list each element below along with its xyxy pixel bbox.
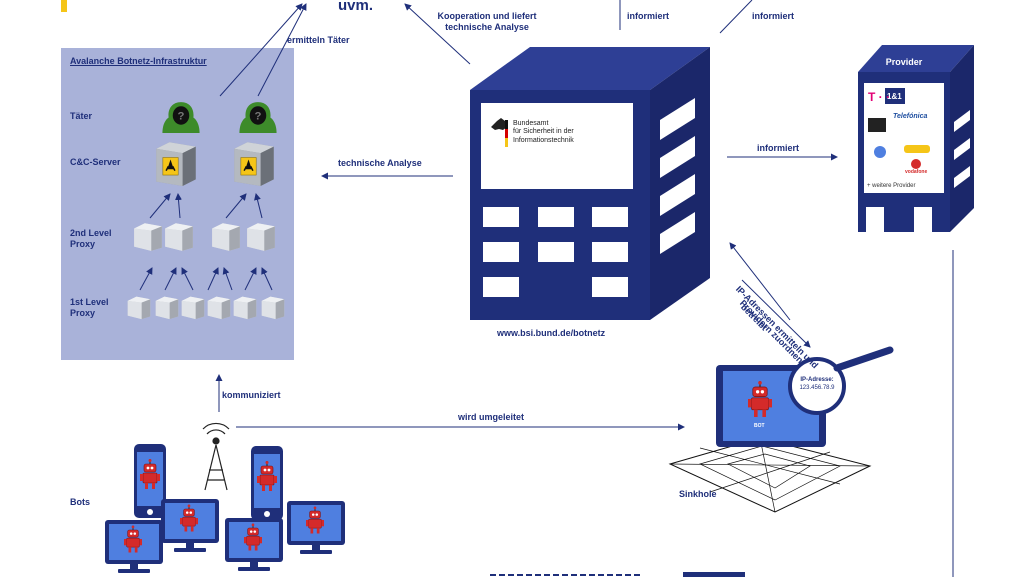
bot-devices xyxy=(105,444,345,573)
telekom-logo: T · · xyxy=(868,90,890,104)
ip-value: 123.456.78.9 xyxy=(799,385,835,391)
ermitteln-label: ermitteln Täter xyxy=(287,35,350,45)
bot-tag: BOT xyxy=(754,423,765,429)
antenna-icon xyxy=(202,422,230,491)
ip-title: IP-Adresse: xyxy=(800,377,834,383)
cc-server-icon xyxy=(233,141,275,186)
proxy-arrows xyxy=(139,193,273,291)
cc-server-icon xyxy=(155,141,197,186)
level1-proxy-label: Proxy xyxy=(70,308,96,318)
technische-analyse-label: technische Analyse xyxy=(338,158,422,168)
taeter-label: Täter xyxy=(70,111,93,121)
vodafone-logo: vodafone xyxy=(905,169,928,175)
kooperation-label-2: technische Analyse xyxy=(445,22,529,32)
level2-label: 2nd Level xyxy=(70,228,112,238)
1und1-logo: 1&1 xyxy=(887,92,902,101)
level2-proxy-label: Proxy xyxy=(70,239,96,249)
bots-label: Bots xyxy=(70,497,90,507)
infrastructure-title: Avalanche Botnetz-Infrastruktur xyxy=(70,56,207,66)
informiert-label-3: informiert xyxy=(757,143,800,153)
telefonica-logo: Telefónica xyxy=(893,113,928,120)
bsi-building xyxy=(470,47,710,320)
provider-title: Provider xyxy=(885,57,923,67)
sinkhole xyxy=(668,346,894,513)
informiert-label-2: informiert xyxy=(752,11,795,21)
sinkhole-label: Sinkhole xyxy=(679,489,717,499)
level1-label: 1st Level xyxy=(70,297,109,307)
umgeleitet-label: wird umgeleitet xyxy=(458,412,525,422)
bsi-name: Bundesamt für Sicherheit in der Informat… xyxy=(513,120,574,144)
kommuniziert-label: kommuniziert xyxy=(222,390,281,400)
cc-server-label: C&C-Server xyxy=(70,157,121,167)
bsi-url[interactable]: www.bsi.bund.de/botnetz xyxy=(497,328,606,338)
provider-building xyxy=(858,45,974,232)
uvm-label: uvm. xyxy=(338,0,374,14)
flow-arrows xyxy=(215,0,954,577)
more-providers: + weitere Provider xyxy=(867,183,916,189)
informiert-label-1: informiert xyxy=(627,11,670,21)
kooperation-label-1: Kooperation und liefert xyxy=(437,11,537,21)
